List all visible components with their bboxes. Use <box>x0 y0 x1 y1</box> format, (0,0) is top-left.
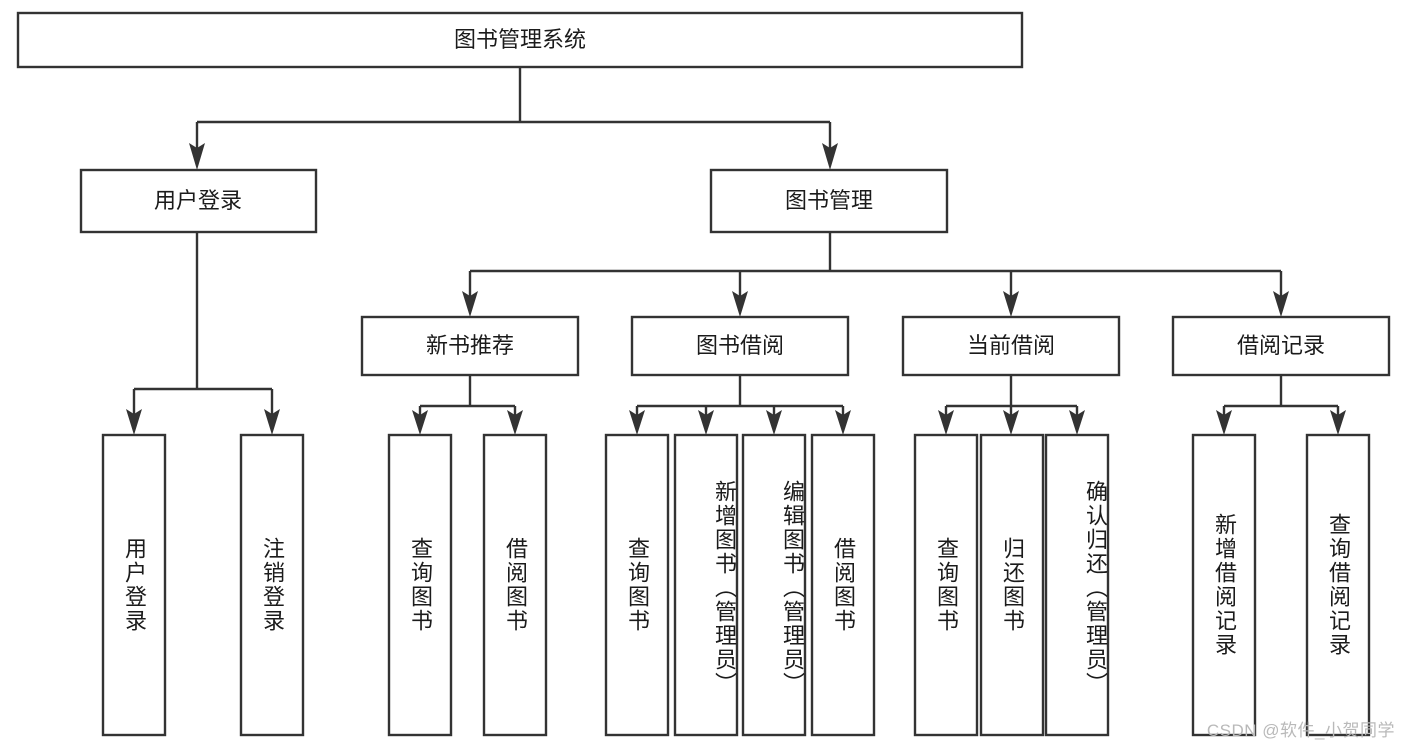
node-leaf-borrow-book-2[interactable] <box>810 433 876 737</box>
connector-root-to-level2 <box>189 67 838 170</box>
node-book-borrow-label: 图书借阅 <box>696 333 784 358</box>
node-root-label: 图书管理系统 <box>454 27 586 52</box>
node-leaf-return-book[interactable] <box>979 433 1045 737</box>
node-leaf-user-login[interactable] <box>101 433 167 737</box>
node-user-login-label: 用户登录 <box>154 188 242 213</box>
node-leaf-add-book[interactable] <box>673 433 739 737</box>
node-borrow-record-label: 借阅记录 <box>1237 333 1325 358</box>
node-root[interactable]: 图书管理系统 <box>16 11 1024 69</box>
node-leaf-query-book-3[interactable] <box>913 433 979 737</box>
node-leaf-confirm-return[interactable] <box>1044 433 1110 737</box>
node-borrow-record[interactable]: 借阅记录 <box>1171 315 1391 377</box>
connector-borrowrecord-to-leaves <box>1216 375 1346 435</box>
node-leaf-add-borrow-record[interactable] <box>1191 433 1257 737</box>
connector-recommend-to-leaves <box>412 375 523 435</box>
node-new-book-recommend-label: 新书推荐 <box>426 333 514 358</box>
watermark-text: CSDN @软件_小贺同学 <box>1206 721 1395 740</box>
node-current-borrow[interactable]: 当前借阅 <box>901 315 1121 377</box>
node-book-management[interactable]: 图书管理 <box>709 168 949 234</box>
node-leaf-query-borrow-record[interactable] <box>1305 433 1371 737</box>
node-user-login[interactable]: 用户登录 <box>79 168 318 234</box>
connector-bookborrow-to-leaves <box>629 375 851 435</box>
node-current-borrow-label: 当前借阅 <box>967 333 1055 358</box>
node-leaf-query-book-2[interactable] <box>604 433 670 737</box>
connector-bookmgmt-to-level3 <box>462 232 1289 317</box>
node-leaf-logout-login[interactable] <box>239 433 305 737</box>
connector-currentborrow-to-leaves <box>938 375 1085 435</box>
node-new-book-recommend[interactable]: 新书推荐 <box>360 315 580 377</box>
node-book-management-label: 图书管理 <box>785 188 873 213</box>
node-book-borrow[interactable]: 图书借阅 <box>630 315 850 377</box>
connector-userlogin-to-leaves <box>126 232 280 435</box>
node-leaf-edit-book[interactable] <box>741 433 807 737</box>
node-leaf-query-book-1[interactable] <box>387 433 453 737</box>
node-leaf-borrow-book-1[interactable] <box>482 433 548 737</box>
